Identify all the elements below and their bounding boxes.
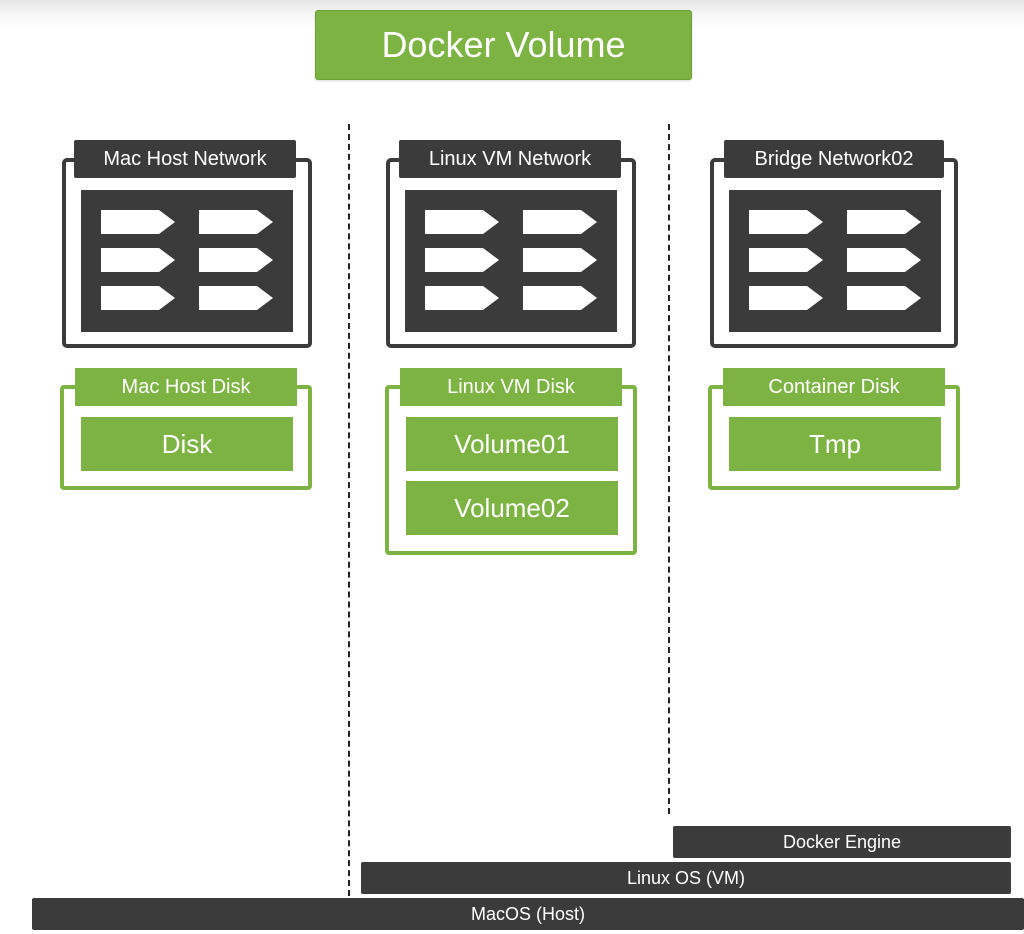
divider-left bbox=[348, 124, 350, 896]
server-rack-icon bbox=[81, 190, 293, 332]
server-rack-icon bbox=[729, 190, 941, 332]
divider-right bbox=[668, 124, 670, 814]
macos-layer: MacOS (Host) bbox=[32, 898, 1024, 930]
volume01: Volume01 bbox=[406, 417, 618, 471]
mac-host-disk-label: Mac Host Disk bbox=[75, 368, 297, 406]
linux-os-layer: Linux OS (VM) bbox=[361, 862, 1011, 894]
tmp-volume: Tmp bbox=[729, 417, 941, 471]
server-rack-icon bbox=[405, 190, 617, 332]
diagram-title: Docker Volume bbox=[315, 10, 692, 80]
bridge-network-label: Bridge Network02 bbox=[724, 140, 944, 178]
linux-vm-disk-label: Linux VM Disk bbox=[400, 368, 622, 406]
volume02: Volume02 bbox=[406, 481, 618, 535]
disk-volume: Disk bbox=[81, 417, 293, 471]
linux-vm-network-label: Linux VM Network bbox=[399, 140, 621, 178]
docker-engine-layer: Docker Engine bbox=[673, 826, 1011, 858]
mac-host-network-label: Mac Host Network bbox=[74, 140, 296, 178]
container-disk-label: Container Disk bbox=[723, 368, 945, 406]
